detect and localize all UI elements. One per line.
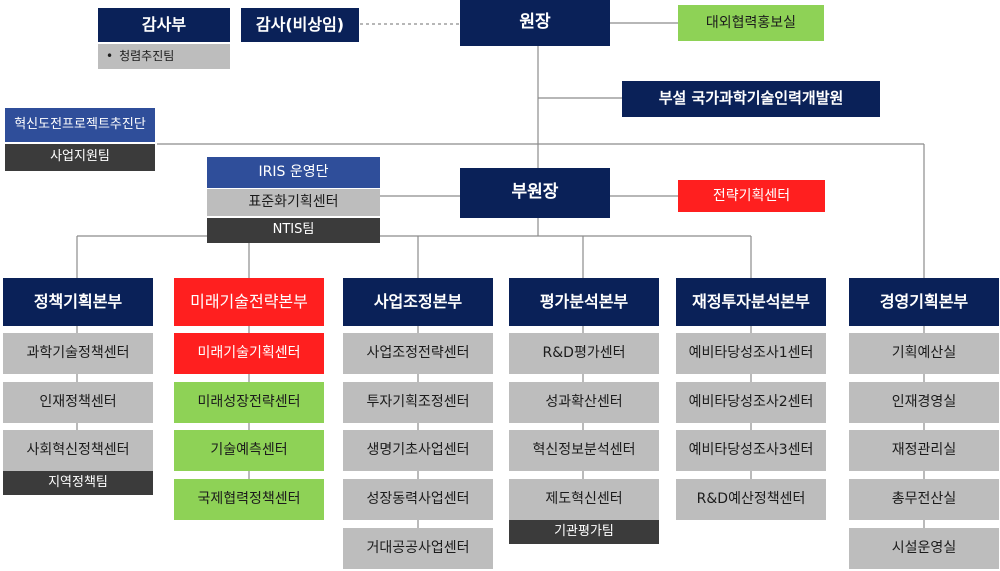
division-unit: 미래기술기획센터 xyxy=(174,333,324,374)
director-box: 원장 xyxy=(460,0,610,46)
strategy-center-box: 전략기획센터 xyxy=(678,180,825,212)
vice-director-box: 부원장 xyxy=(460,168,610,218)
division-title: 정책기획본부 xyxy=(3,278,153,326)
division-unit: 인재경영실 xyxy=(849,382,999,423)
division-unit: 제도혁신센터 xyxy=(509,479,659,520)
division-unit: 과학기술정책센터 xyxy=(3,333,153,374)
division-unit: 거대공공사업센터 xyxy=(343,528,493,569)
affiliate-box: 부설 국가과학기술인력개발원 xyxy=(622,81,880,117)
iris-group-box: IRIS 운영단 xyxy=(207,157,380,188)
division-unit: 예비타당성조사3센터 xyxy=(676,430,826,471)
division-unit: 기획예산실 xyxy=(849,333,999,374)
division-unit: 예비타당성조사1센터 xyxy=(676,333,826,374)
division-unit: 기술예측센터 xyxy=(174,430,324,471)
division-unit: 인재정책센터 xyxy=(3,382,153,423)
division-team: 기관평가팀 xyxy=(509,520,659,544)
division-unit: 사업조정전략센터 xyxy=(343,333,493,374)
division-unit: 성과확산센터 xyxy=(509,382,659,423)
division-unit: 시설운영실 xyxy=(849,528,999,569)
division-unit: 혁신정보분석센터 xyxy=(509,430,659,471)
auditor-box: 감사(비상임) xyxy=(241,8,359,42)
division-title: 평가분석본부 xyxy=(509,278,659,326)
ntis-team-box: NTIS팀 xyxy=(207,218,380,243)
division-unit: 미래성장전략센터 xyxy=(174,382,324,423)
division-unit: 성장동력사업센터 xyxy=(343,479,493,520)
division-unit: 재정관리실 xyxy=(849,430,999,471)
division-title: 재정투자분석본부 xyxy=(676,278,826,326)
standard-center-box: 표준화기획센터 xyxy=(207,189,380,216)
division-unit: 생명기초사업센터 xyxy=(343,430,493,471)
division-unit: 국제협력정책센터 xyxy=(174,479,324,520)
business-support-box: 사업지원팀 xyxy=(5,144,155,171)
division-title: 경영기획본부 xyxy=(849,278,999,326)
integrity-team-label: 청렴추진팀 xyxy=(119,48,175,63)
division-title: 미래기술전략본부 xyxy=(174,278,324,326)
bullet-icon: • xyxy=(106,48,114,63)
audit-box: 감사부 xyxy=(98,8,230,42)
division-unit: R&D평가센터 xyxy=(509,333,659,374)
division-title: 사업조정본부 xyxy=(343,278,493,326)
division-team: 지역정책팀 xyxy=(3,471,153,495)
division-unit: 예비타당성조사2센터 xyxy=(676,382,826,423)
innovation-group-box: 혁신도전프로젝트추진단 xyxy=(5,108,155,142)
integrity-team-box: • 청렴추진팀 xyxy=(98,44,230,69)
external-pr-box: 대외협력홍보실 xyxy=(678,5,824,41)
division-unit: 총무전산실 xyxy=(849,479,999,520)
division-unit: R&D예산정책센터 xyxy=(676,479,826,520)
division-unit: 투자기획조정센터 xyxy=(343,382,493,423)
division-unit: 사회혁신정책센터 xyxy=(3,430,153,471)
